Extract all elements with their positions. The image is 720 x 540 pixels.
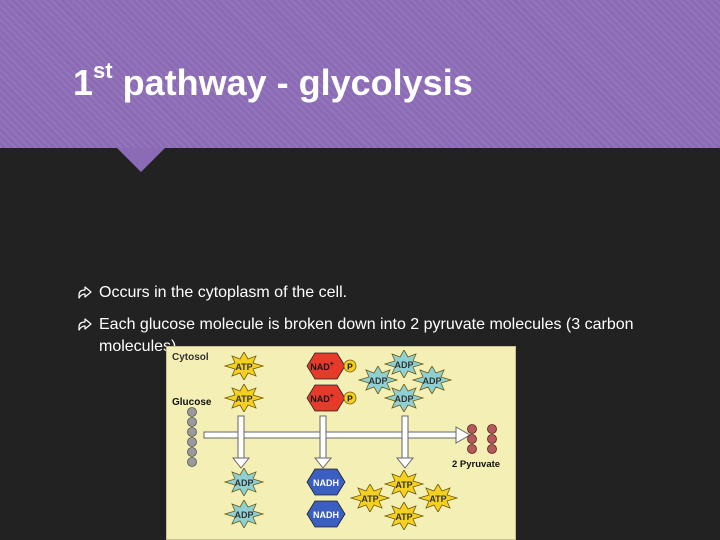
- bullet-item: Each glucose molecule is broken down int…: [78, 314, 678, 358]
- atp-star-icon: ATP: [224, 352, 264, 380]
- vertical-arrows: [231, 415, 415, 469]
- svg-text:NADH: NADH: [313, 510, 339, 520]
- svg-text:NAD+: NAD+: [310, 361, 334, 372]
- slide-title: 1st pathway - glycolysis: [73, 58, 473, 104]
- bullet-text: Occurs in the cytoplasm of the cell.: [99, 284, 348, 301]
- adp-star-icon: ADP: [412, 366, 452, 394]
- bullet-text: Each glucose molecule is broken down int…: [99, 316, 634, 355]
- phosphate-icon: P: [343, 359, 357, 373]
- pathway-arrow: [203, 426, 472, 444]
- bullet-arrow-icon: [78, 318, 92, 331]
- cytosol-label: Cytosol: [172, 352, 209, 363]
- adp-star-icon: ADP: [384, 384, 424, 412]
- svg-text:ATP: ATP: [235, 362, 252, 372]
- pyruvate-molecules: [467, 424, 497, 454]
- svg-text:ADP: ADP: [422, 376, 441, 386]
- svg-text:ADP: ADP: [234, 510, 253, 520]
- adp-star-icon: ADP: [358, 366, 398, 394]
- svg-text:ADP: ADP: [368, 376, 387, 386]
- title-banner: [0, 0, 720, 148]
- nad-plus-hexagon-icon: NAD+: [306, 352, 346, 380]
- title-text: pathway - glycolysis: [112, 62, 473, 103]
- adp-star-icon: ADP: [384, 350, 424, 378]
- nadh-hexagon-icon: NADH: [306, 468, 346, 496]
- glycolysis-diagram-svg: Cytosol Glucose: [172, 350, 500, 530]
- svg-text:ATP: ATP: [395, 480, 412, 490]
- phosphate-icon: P: [343, 391, 357, 405]
- bullet-item: Occurs in the cytoplasm of the cell.: [78, 282, 678, 304]
- atp-star-icon: ATP: [224, 384, 264, 412]
- svg-text:P: P: [347, 362, 353, 372]
- svg-text:ADP: ADP: [234, 478, 253, 488]
- nad-plus-hexagon-icon: NAD+: [306, 384, 346, 412]
- atp-star-icon: ATP: [384, 502, 424, 530]
- svg-text:ATP: ATP: [429, 494, 446, 504]
- title-number: 1: [73, 62, 94, 103]
- pyruvate-label: 2 Pyruvate: [452, 459, 500, 470]
- atp-star-icon: ATP: [384, 470, 424, 498]
- glucose-molecule-chain: [187, 407, 197, 467]
- svg-text:ATP: ATP: [361, 494, 378, 504]
- title-banner-notch: [117, 148, 165, 172]
- bullet-list: Occurs in the cytoplasm of the cell. Eac…: [78, 282, 678, 368]
- svg-text:ATP: ATP: [395, 512, 412, 522]
- svg-text:ATP: ATP: [235, 394, 252, 404]
- title-superscript: st: [93, 58, 113, 83]
- bullet-arrow-icon: [78, 286, 92, 299]
- adp-star-icon: ADP: [224, 468, 264, 496]
- glucose-label: Glucose: [172, 397, 212, 408]
- adp-star-icon: ADP: [224, 500, 264, 528]
- svg-text:P: P: [347, 394, 353, 404]
- atp-star-icon: ATP: [418, 484, 458, 512]
- svg-text:NAD+: NAD+: [310, 393, 334, 404]
- nadh-hexagon-icon: NADH: [306, 500, 346, 528]
- glycolysis-diagram: Cytosol Glucose: [166, 346, 516, 540]
- svg-text:NADH: NADH: [313, 478, 339, 488]
- svg-text:ADP: ADP: [394, 360, 413, 370]
- svg-text:ADP: ADP: [394, 394, 413, 404]
- atp-star-icon: ATP: [350, 484, 390, 512]
